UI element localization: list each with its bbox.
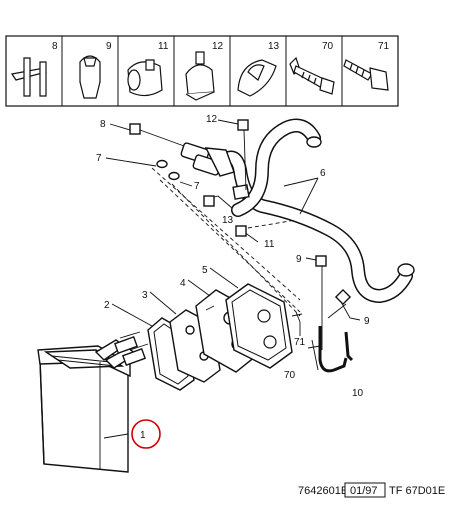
clip-9-thumbnail <box>79 55 101 99</box>
table-label-12: 12 <box>212 41 224 52</box>
bracket-8-thumbnail <box>10 57 47 97</box>
table-label-13: 13 <box>268 41 280 52</box>
heater-pipes <box>94 331 149 369</box>
clip-13-thumbnail <box>237 59 277 97</box>
callout-8: 8 <box>100 119 106 130</box>
clip-11-thumbnail <box>127 59 163 97</box>
bolt-70-thumbnail <box>289 56 335 95</box>
callout-3: 3 <box>142 290 148 301</box>
callout-13: 13 <box>222 215 234 226</box>
table-label-70: 70 <box>322 41 334 52</box>
callout-10: 10 <box>352 388 364 399</box>
reference-code: 7642601E <box>298 485 348 497</box>
parts-table: 8 9 11 12 13 70 71 <box>5 35 399 107</box>
callout-70: 70 <box>284 370 296 381</box>
assembly-guide-lines <box>151 167 301 317</box>
heater-hoses-6 <box>215 118 415 303</box>
callout-7-lower: 7 <box>194 181 200 192</box>
screw-71-thumbnail <box>343 59 389 91</box>
callout-6: 6 <box>320 168 326 179</box>
callout-71: 71 <box>294 337 306 348</box>
callout-7-upper: 7 <box>96 153 102 164</box>
callout-1: 1 <box>140 430 146 441</box>
table-label-71: 71 <box>378 41 390 52</box>
callout-5: 5 <box>202 265 208 276</box>
callout-12: 12 <box>206 114 218 125</box>
tf-code: TF 67D01E <box>389 485 445 497</box>
callout-11: 11 <box>264 239 275 250</box>
callout-9-upper: 9 <box>296 254 302 265</box>
callouts: 8 7 7 12 6 13 11 9 5 4 3 2 71 9 70 10 1 <box>96 114 370 441</box>
leader-lines <box>103 119 361 439</box>
hardware-70-71-10 <box>291 311 354 373</box>
callout-4: 4 <box>180 278 186 289</box>
highlight-circle <box>131 419 161 449</box>
pipe-connectors <box>156 142 250 200</box>
table-label-8: 8 <box>52 41 58 52</box>
table-label-11: 11 <box>158 41 169 52</box>
callout-9-lower: 9 <box>364 316 370 327</box>
clip-12-thumbnail <box>185 51 215 101</box>
table-label-9: 9 <box>106 41 112 52</box>
seal-5 <box>225 283 293 369</box>
callout-2: 2 <box>104 300 110 311</box>
reference-date: 01/97 <box>350 485 378 497</box>
footer-reference: 7642601E 01/97 TF 67D01E <box>298 482 445 498</box>
